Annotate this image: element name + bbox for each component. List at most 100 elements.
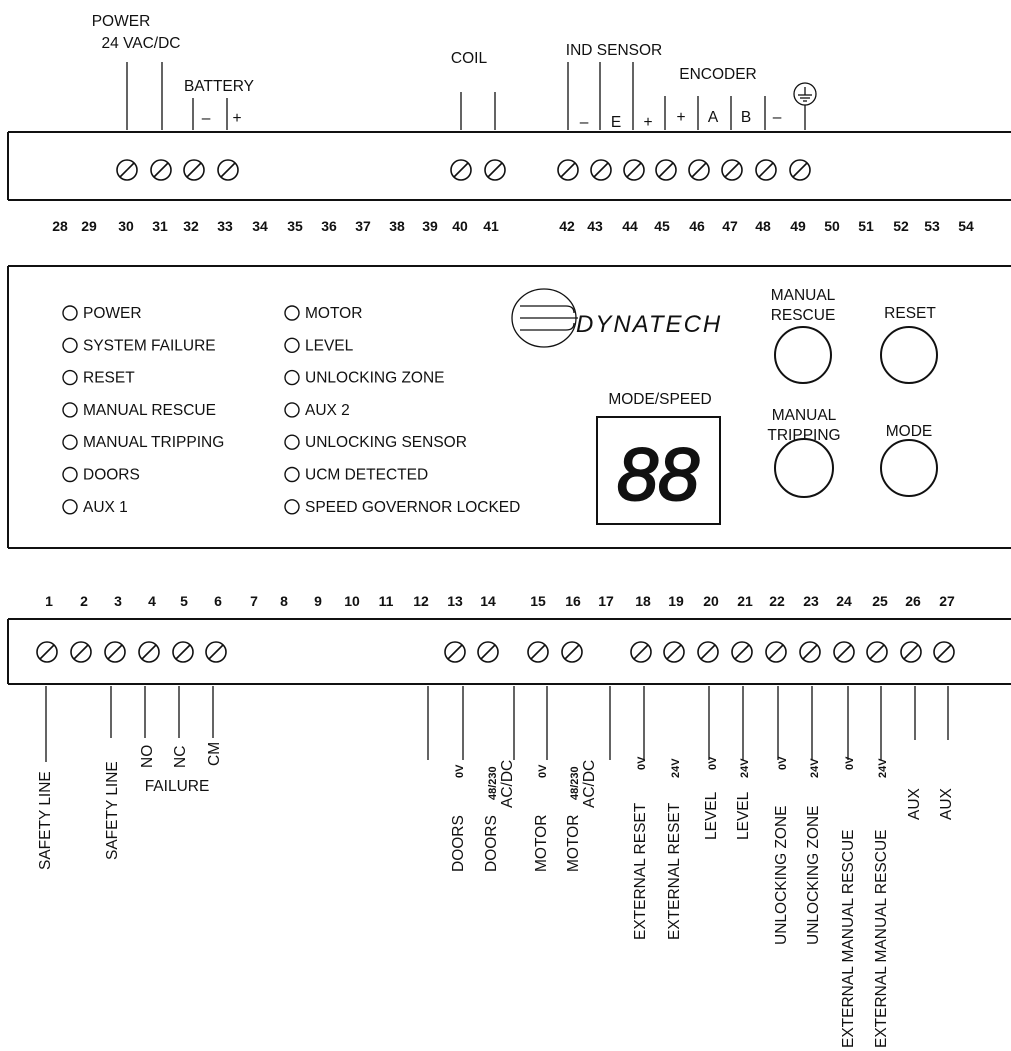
terminal-number-6: 6 — [214, 593, 222, 609]
screw-terminal-top-13 — [755, 159, 777, 181]
screw-terminal-top-3 — [183, 159, 205, 181]
terminal-number-24: 24 — [836, 593, 852, 609]
encoder-pin-b: B — [741, 109, 751, 126]
motor-0v-sub: 0V — [537, 764, 549, 778]
ext-manual-rescue-24v-label: EXTERNAL MANUAL RESCUE — [873, 830, 890, 1048]
doors-0v-label: DOORS — [450, 815, 467, 872]
reset-button[interactable] — [880, 326, 938, 384]
top-terminal-block — [7, 131, 1011, 201]
led-indicator-right-3: UNLOCKING ZONE — [284, 370, 445, 387]
led-label: DOORS — [83, 467, 140, 484]
led-icon — [284, 337, 300, 353]
failure-cm-label: CM — [206, 742, 223, 766]
doors-ac-sub-2: AC/DC — [499, 760, 516, 808]
level-0v-label: LEVEL — [703, 791, 720, 840]
failure-nc-label: NC — [172, 746, 189, 768]
led-icon — [62, 337, 78, 353]
terminal-number-51: 51 — [858, 218, 874, 234]
terminal-number-41: 41 — [483, 218, 499, 234]
led-icon — [284, 305, 300, 321]
led-icon — [62, 499, 78, 515]
led-label: AUX 1 — [83, 499, 128, 516]
screw-terminal-bottom-13 — [697, 641, 719, 663]
bottom-terminal-block — [7, 618, 1011, 685]
led-icon — [284, 434, 300, 450]
manual-tripping-button[interactable] — [774, 438, 834, 498]
terminal-number-33: 33 — [217, 218, 233, 234]
ext-reset-24v-label: EXTERNAL RESET — [666, 802, 683, 940]
battery-label: BATTERY — [184, 78, 254, 95]
terminal-number-36: 36 — [321, 218, 337, 234]
power-voltage-label: 24 VAC/DC — [102, 35, 181, 52]
terminal-number-48: 48 — [755, 218, 771, 234]
ext-reset-0v-label: EXTERNAL RESET — [632, 802, 649, 940]
terminal-number-42: 42 — [559, 218, 575, 234]
terminal-number-19: 19 — [668, 593, 684, 609]
screw-terminal-top-11 — [688, 159, 710, 181]
bottom-terminal-labels: SAFETY LINE SAFETY LINE NO NC CM FAILURE… — [37, 742, 955, 1048]
terminal-number-40: 40 — [452, 218, 468, 234]
coil-label: COIL — [451, 50, 488, 67]
terminal-number-38: 38 — [389, 218, 405, 234]
terminal-number-18: 18 — [635, 593, 651, 609]
screw-terminal-bottom-18 — [866, 641, 888, 663]
terminal-number-28: 28 — [52, 218, 68, 234]
led-label: UNLOCKING SENSOR — [305, 434, 467, 451]
terminal-number-37: 37 — [355, 218, 371, 234]
battery-plus-label: + — [232, 110, 241, 127]
mode-button[interactable] — [880, 439, 938, 497]
led-indicator-right-4: AUX 2 — [284, 402, 350, 419]
terminal-number-49: 49 — [790, 218, 806, 234]
screw-terminal-top-10 — [655, 159, 677, 181]
terminal-number-34: 34 — [252, 218, 268, 234]
terminal-number-54: 54 — [958, 218, 974, 234]
motor-ac-sub-2: AC/DC — [581, 760, 598, 808]
encoder-pin-a: A — [708, 109, 719, 126]
display-digits: 88 — [617, 433, 699, 516]
screw-terminal-bottom-8 — [477, 641, 499, 663]
screw-terminal-top-7 — [557, 159, 579, 181]
led-icon — [284, 466, 300, 483]
led-label: RESET — [83, 370, 135, 387]
led-indicator-left-6: DOORS — [62, 467, 140, 484]
manual-rescue-label-1: MANUAL — [771, 287, 836, 304]
terminal-number-2: 2 — [80, 593, 88, 609]
terminal-number-17: 17 — [598, 593, 614, 609]
terminal-number-47: 47 — [722, 218, 738, 234]
battery-minus-label: – — [202, 110, 211, 127]
terminal-number-3: 3 — [114, 593, 122, 609]
unlocking-zone-24v-label: UNLOCKING ZONE — [805, 805, 822, 945]
screw-terminal-bottom-20 — [933, 641, 955, 663]
bottom-wire-leads — [45, 686, 949, 762]
terminal-number-27: 27 — [939, 593, 955, 609]
screw-terminal-bottom-4 — [138, 641, 160, 663]
terminal-number-52: 52 — [893, 218, 909, 234]
screw-terminal-top-6 — [484, 159, 506, 181]
failure-label: FAILURE — [145, 778, 210, 795]
terminal-number-22: 22 — [769, 593, 785, 609]
screw-terminal-top-9 — [623, 159, 645, 181]
seven-segment-display — [596, 416, 721, 525]
manual-rescue-button[interactable] — [774, 326, 832, 384]
led-indicator-left-4: MANUAL RESCUE — [62, 402, 216, 419]
mode-speed-label: MODE/SPEED — [608, 391, 711, 408]
led-indicator-left-3: RESET — [62, 370, 135, 387]
led-label: MANUAL RESCUE — [83, 402, 216, 419]
led-icon — [284, 402, 300, 418]
ind-sensor-pin-plus: + — [643, 114, 652, 131]
ext-manual-rescue-0v-label: EXTERNAL MANUAL RESCUE — [840, 830, 857, 1048]
terminal-number-23: 23 — [803, 593, 819, 609]
terminal-number-26: 26 — [905, 593, 921, 609]
screw-terminal-bottom-6 — [205, 641, 227, 663]
terminal-number-8: 8 — [280, 593, 288, 609]
terminal-number-35: 35 — [287, 218, 303, 234]
screw-terminal-bottom-14 — [731, 641, 753, 663]
screw-terminal-bottom-5 — [172, 641, 194, 663]
screw-terminal-bottom-19 — [900, 641, 922, 663]
led-indicator-right-5: UNLOCKING SENSOR — [284, 434, 467, 451]
led-indicator-left-1: POWER — [62, 305, 142, 322]
encoder-pin-plus: + — [676, 109, 685, 126]
